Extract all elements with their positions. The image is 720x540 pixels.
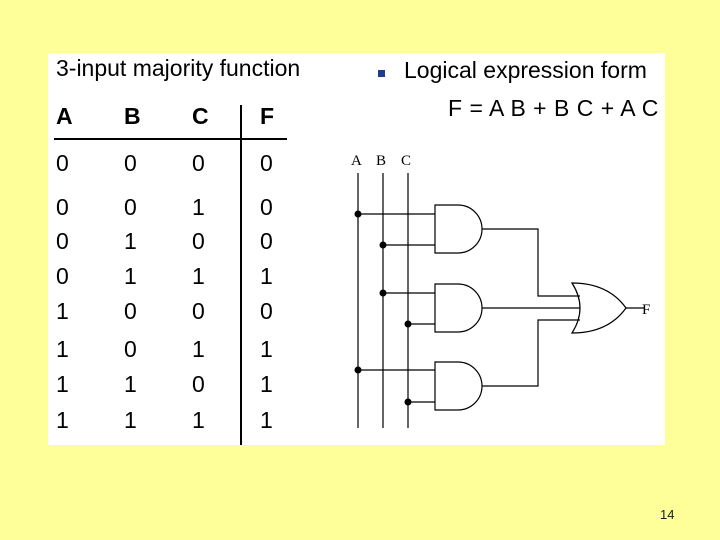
truth-table-title: 3-input majority function xyxy=(56,55,301,81)
junction-dot xyxy=(379,289,387,297)
junction-dot xyxy=(379,241,387,249)
cell-a: 0 xyxy=(56,228,69,254)
input-label-a: A xyxy=(351,153,362,169)
cell-f: 0 xyxy=(260,298,273,324)
cell-c: 1 xyxy=(192,407,205,433)
cell-a: 1 xyxy=(56,336,69,362)
cell-a: 1 xyxy=(56,407,69,433)
cell-b: 1 xyxy=(124,371,137,397)
output-label-f: F xyxy=(642,302,650,318)
cell-c: 0 xyxy=(192,371,205,397)
logical-expression: F = A B + B C + A C xyxy=(448,95,659,121)
cell-b: 1 xyxy=(124,407,137,433)
bullet-icon xyxy=(378,70,385,77)
cell-b: 0 xyxy=(124,194,137,220)
junction-dot xyxy=(354,210,362,218)
majority-circuit-diagram: A B C xyxy=(351,153,650,428)
or-gate xyxy=(570,282,627,334)
content-panel: 3-input majority function A B C F 0 0 0 0 0 0… xyxy=(48,53,665,445)
junction-dot xyxy=(354,366,362,374)
junction-dot xyxy=(404,398,412,406)
cell-b: 0 xyxy=(124,336,137,362)
cell-a: 1 xyxy=(56,371,69,397)
cell-c: 1 xyxy=(192,336,205,362)
cell-f: 1 xyxy=(260,336,273,362)
header-b: B xyxy=(124,103,141,129)
cell-c: 0 xyxy=(192,150,205,176)
cell-a: 0 xyxy=(56,263,69,289)
cell-c: 0 xyxy=(192,228,205,254)
column-separator xyxy=(240,105,242,445)
junction-dot xyxy=(404,320,412,328)
cell-f: 0 xyxy=(260,150,273,176)
cell-b: 0 xyxy=(124,150,137,176)
cell-c: 1 xyxy=(192,263,205,289)
cell-b: 1 xyxy=(124,228,137,254)
cell-c: 1 xyxy=(192,194,205,220)
cell-c: 0 xyxy=(192,298,205,324)
cell-a: 1 xyxy=(56,298,69,324)
cell-b: 1 xyxy=(124,263,137,289)
cell-b: 0 xyxy=(124,298,137,324)
header-rule xyxy=(54,138,287,140)
cell-f: 0 xyxy=(260,228,273,254)
header-f: F xyxy=(260,103,275,129)
header-a: A xyxy=(56,103,73,129)
and-gate-2 xyxy=(434,283,483,333)
expression-heading: Logical expression form xyxy=(404,57,647,83)
cell-f: 1 xyxy=(260,263,273,289)
input-label-b: B xyxy=(376,153,386,169)
cell-f: 0 xyxy=(260,194,273,220)
page-number: 14 xyxy=(660,507,675,522)
header-c: C xyxy=(192,103,209,129)
input-label-c: C xyxy=(401,153,411,169)
cell-a: 0 xyxy=(56,150,69,176)
cell-f: 1 xyxy=(260,371,273,397)
cell-a: 0 xyxy=(56,194,69,220)
and-gate-3 xyxy=(434,361,483,411)
and-gate-1 xyxy=(434,204,483,254)
cell-f: 1 xyxy=(260,407,273,433)
